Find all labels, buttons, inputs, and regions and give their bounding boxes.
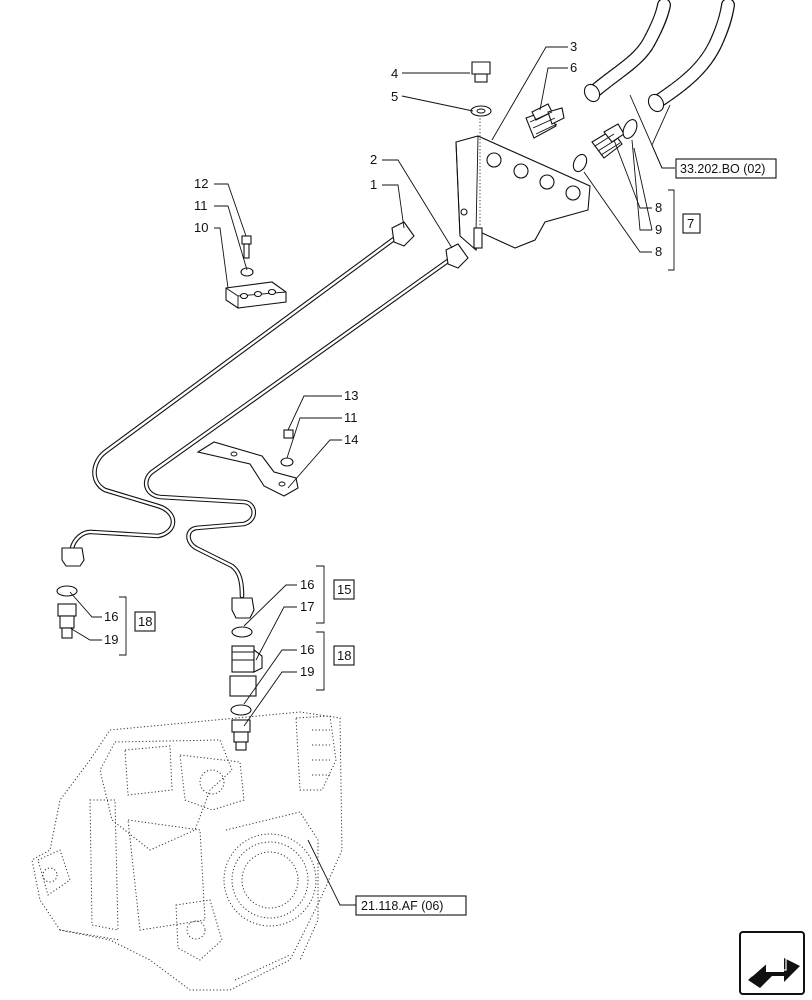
fitting-6 [525,103,565,139]
callout-11-upper: 11 [194,198,208,213]
adapter-19-left [57,603,77,639]
callout-10: 10 [194,220,208,235]
pipe-2 [143,243,469,619]
callout-8-upper: 8 [655,200,662,215]
callout-13: 13 [344,388,358,403]
callout-14: 14 [344,432,358,447]
leader-lines [69,46,675,906]
callout-17: 17 [300,599,314,614]
callout-16-lower: 16 [300,642,314,657]
callout-11-lower: 11 [344,410,358,425]
svg-text:33.202.BO (02): 33.202.BO (02) [680,162,765,176]
reference-housing[interactable]: 21.118.AF (06) [355,895,467,916]
bolt-13 [283,429,294,439]
o-ring-16-lower [230,704,252,716]
tee-17 [229,645,263,697]
group-18-right[interactable]: 18 [333,645,355,666]
callout-labels: 4 5 3 6 2 1 12 11 10 13 11 14 8 9 8 16 1… [104,39,662,679]
group-18-left[interactable]: 18 [134,611,156,632]
clamp-10 [225,281,287,309]
callout-6: 6 [570,60,577,75]
callout-5: 5 [391,89,398,104]
group-7[interactable]: 7 [682,213,701,234]
o-ring-8-lower [572,153,588,173]
bolt-12 [241,235,252,259]
adapter-19-right [231,719,251,751]
washer-11-upper [240,267,254,277]
o-ring-16-upper [231,626,253,638]
group-brackets [119,189,675,691]
pipe-1 [61,221,415,567]
svg-text:15: 15 [337,582,351,597]
bracket-14 [196,441,299,497]
svg-text:21.118.AF (06): 21.118.AF (06) [361,899,443,913]
callout-4: 4 [391,66,398,81]
reference-hoses[interactable]: 33.202.BO (02) [675,158,777,179]
svg-text:7: 7 [687,216,694,231]
group-15[interactable]: 15 [333,579,355,600]
callout-3: 3 [570,39,577,54]
svg-text:18: 18 [337,648,351,663]
callout-16-left: 16 [104,609,118,624]
callout-19-left: 19 [104,632,118,647]
fitting-9 [591,123,625,159]
washer-11-lower [280,457,294,467]
callout-1: 1 [370,177,377,192]
o-ring-8-upper [622,119,638,139]
hydraulic-hoses [583,0,735,113]
bracket-plate [455,135,591,252]
callout-9: 9 [655,222,662,237]
callout-2: 2 [370,152,377,167]
callout-8-lower: 8 [655,244,662,259]
bolt-4 [471,61,491,83]
transmission-housing [31,711,343,991]
navigation-arrow-icon[interactable] [739,931,805,995]
callout-19-right: 19 [300,664,314,679]
callout-16-upper: 16 [300,577,314,592]
o-ring-16-left [56,585,78,597]
svg-text:18: 18 [138,614,152,629]
washer-5 [470,105,492,117]
callout-12: 12 [194,176,208,191]
